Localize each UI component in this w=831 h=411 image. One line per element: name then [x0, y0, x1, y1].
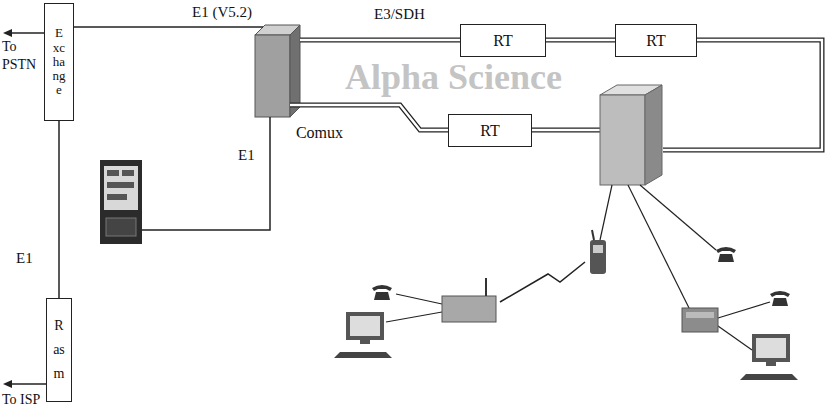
wireless-link: [500, 262, 585, 302]
trunk-line-inner: [546, 39, 615, 41]
destination-label: To PSTN: [2, 38, 44, 74]
handheld-screen: [593, 245, 603, 253]
drop-line: [640, 185, 716, 250]
ring-line: [532, 128, 600, 133]
link-label: E1: [238, 146, 255, 166]
telephone: [372, 285, 392, 300]
wire-stub: [248, 26, 263, 28]
drop-line: [600, 185, 612, 240]
isp-arrow-line: [10, 383, 46, 385]
trunk-line-inner: [343, 39, 460, 41]
trunk-line: [546, 38, 615, 43]
connector-group: [59, 121, 60, 298]
drop-line: [386, 312, 442, 322]
drop-line: [718, 326, 752, 350]
node-text: Exchange: [53, 26, 66, 97]
connector-group: [343, 40, 460, 41]
rack-card: [107, 194, 127, 200]
arrow-head: [3, 380, 12, 388]
rt-box: RT: [460, 24, 546, 57]
trunk-line: [343, 105, 448, 130]
node-text: Comux: [296, 124, 343, 142]
rack-card: [107, 182, 134, 188]
unit-antenna: [485, 278, 487, 296]
terminal-panel: [686, 312, 714, 318]
computer: [334, 312, 392, 358]
node-text: RT: [493, 32, 512, 50]
wireless-unit: [442, 296, 496, 322]
comux-unit: Comux: [248, 20, 343, 142]
rack-card: [107, 170, 119, 176]
link-line: [58, 121, 60, 298]
wire-stub: [290, 103, 343, 108]
wire-stub: [300, 39, 343, 41]
trunk-line-inner: [343, 105, 448, 130]
node-text: RT: [480, 122, 499, 140]
drop-line: [396, 294, 442, 304]
trunk-line: [343, 38, 460, 43]
rack-base: [106, 218, 136, 236]
rack-panel: [104, 166, 138, 210]
connector-group: [343, 105, 448, 130]
destination-label: To ISP: [2, 391, 40, 409]
rack-wire: [142, 117, 270, 230]
cabinet-front: [255, 35, 290, 117]
handheld-antenna: [592, 230, 594, 240]
pstn-arrow-line: [10, 32, 44, 34]
rt-box: RT: [448, 114, 532, 147]
link-label: E1 (V5.2): [190, 4, 254, 21]
node-text: Rasm: [52, 314, 66, 385]
link-label: E1: [14, 250, 35, 267]
tower-side: [645, 85, 662, 185]
watermark: Alpha Science: [345, 54, 562, 101]
rack-card: [122, 170, 134, 176]
node-text: RT: [646, 32, 665, 50]
drop-line: [628, 185, 690, 310]
tower-front: [600, 95, 645, 185]
drop-line: [718, 302, 770, 318]
ring-line: [532, 129, 600, 131]
handheld-phone: [590, 240, 606, 274]
network-terminal: [682, 308, 718, 332]
rt-box: RT: [615, 24, 697, 57]
link-line: [74, 26, 248, 28]
exchange-box: Exchange: [44, 3, 74, 121]
access-rack: [100, 160, 142, 244]
connector-group: [546, 40, 615, 41]
wire-stub: [300, 38, 343, 43]
link-label: E3/SDH: [372, 6, 427, 23]
computer: [740, 334, 798, 380]
connector-group: [74, 27, 248, 28]
telephone: [716, 247, 736, 262]
arrow-head: [3, 29, 12, 37]
rasm-box: Rasm: [46, 298, 72, 402]
wire-stub: [290, 104, 343, 106]
telephone: [770, 291, 790, 306]
